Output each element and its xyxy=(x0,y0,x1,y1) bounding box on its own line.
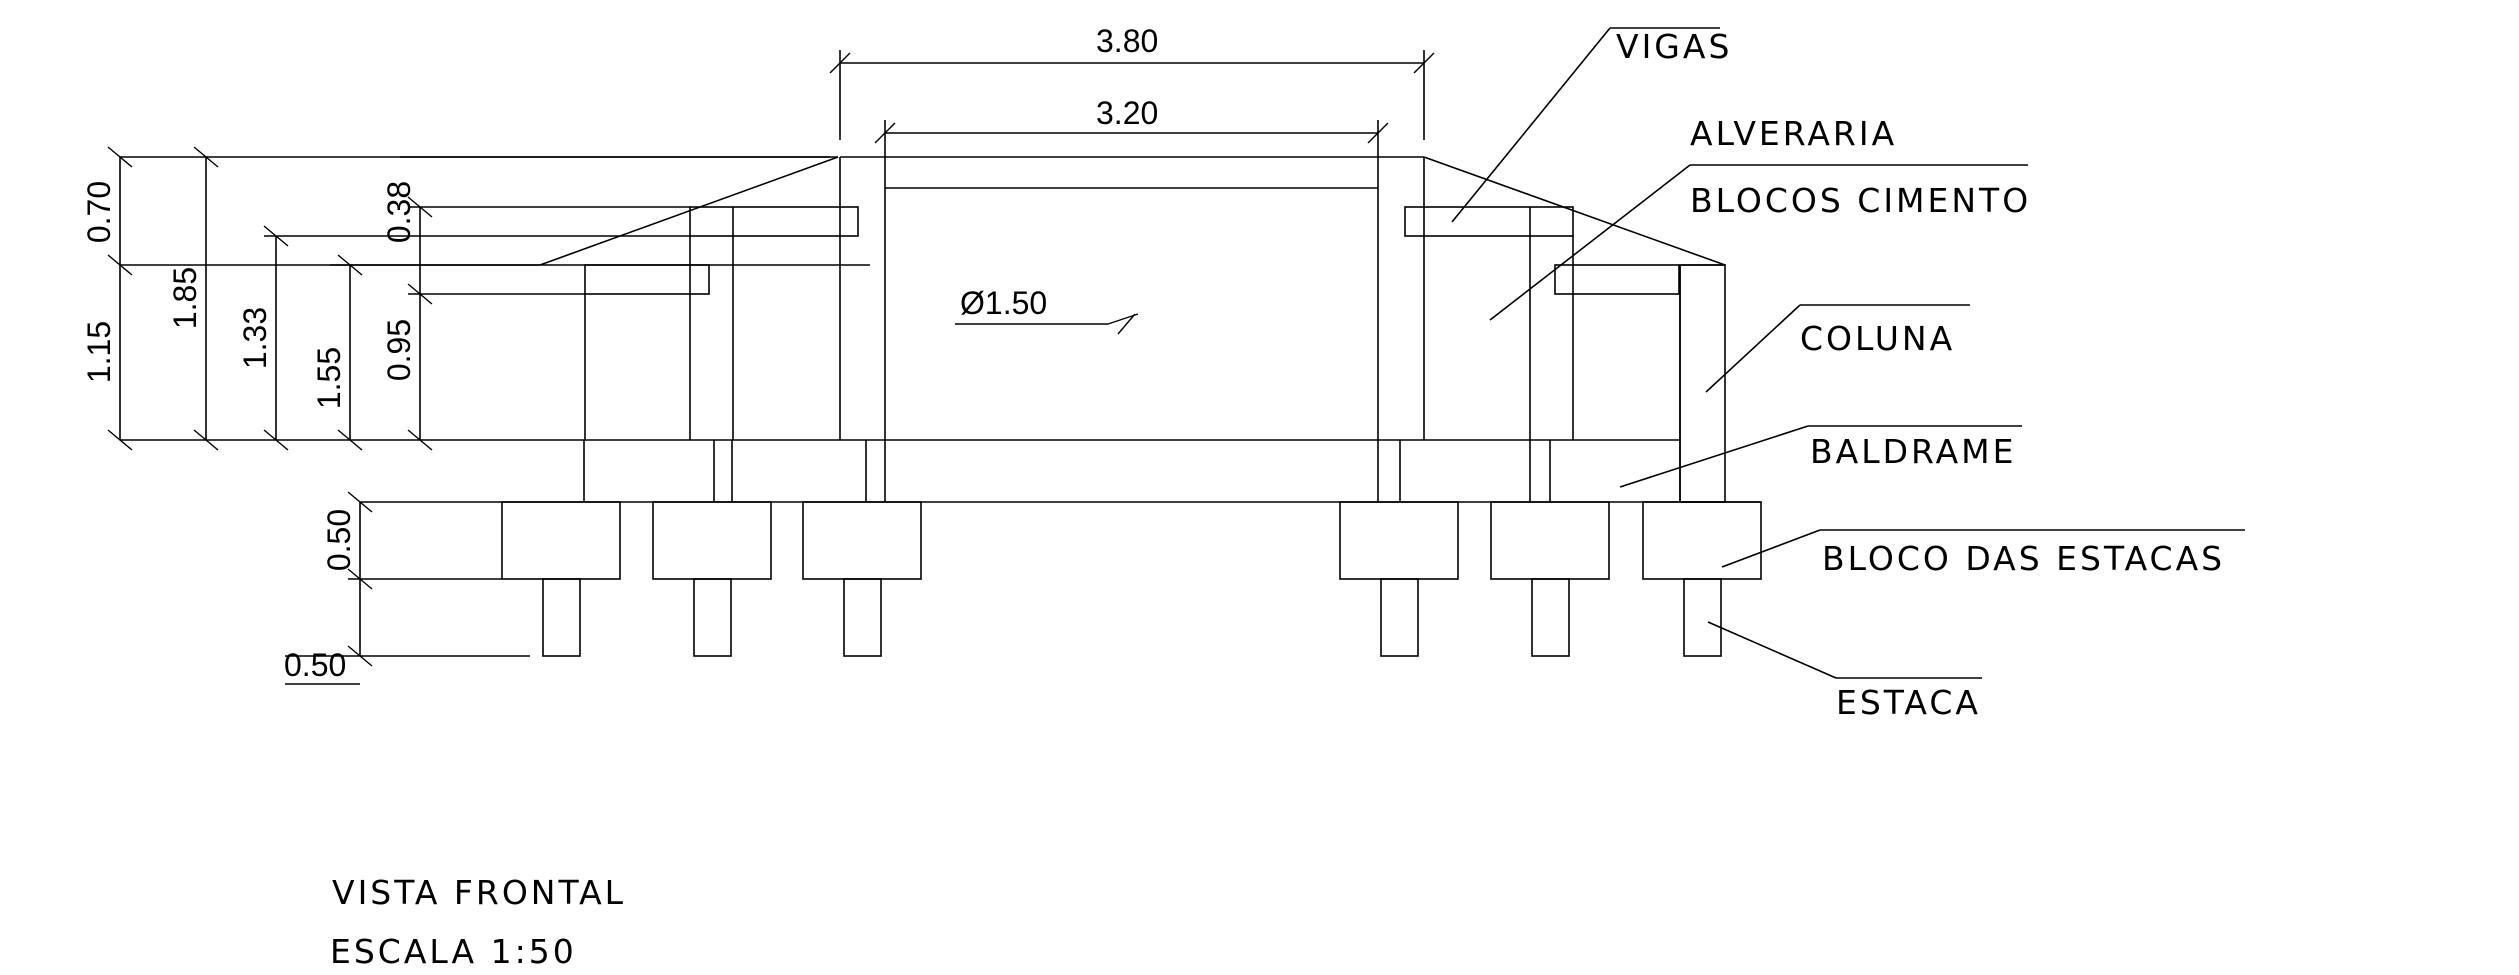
dim-155-label: 1.55 xyxy=(311,347,347,409)
leader-bloco-estacas xyxy=(1721,529,2245,568)
dim-095-label: 0.95 xyxy=(381,319,417,381)
label-vigas: VIGAS xyxy=(1616,27,1732,66)
label-blocos-cimento: BLOCOS CIMENTO xyxy=(1690,181,2031,220)
pile-3 xyxy=(843,578,882,657)
leader-coluna xyxy=(1705,304,1970,393)
label-baldrame: BALDRAME xyxy=(1810,432,2017,471)
right-column xyxy=(1679,264,1726,503)
pile-cap-1 xyxy=(501,501,621,580)
dim-185-label: 1.85 xyxy=(167,267,203,329)
piles xyxy=(542,578,1722,657)
dim-133-label: 1.33 xyxy=(237,307,273,369)
pile-cap-2 xyxy=(652,501,772,580)
leader-estaca xyxy=(1707,621,1982,679)
pile-caps xyxy=(501,501,1762,580)
leader-alvenaria xyxy=(1489,164,2028,321)
dim-chain-6 xyxy=(285,491,530,685)
pile-cap-5 xyxy=(1490,501,1610,580)
pile-2 xyxy=(693,578,732,657)
grade-beam xyxy=(360,439,1681,502)
pile-1 xyxy=(542,578,581,657)
dim-070-label: 0.70 xyxy=(81,181,117,243)
dim-chain-2 xyxy=(193,146,219,451)
dim-overall-width xyxy=(829,50,1435,140)
view-title: VISTA FRONTAL xyxy=(332,873,626,912)
label-coluna: COLUNA xyxy=(1800,319,1955,358)
scale-label: ESCALA 1:50 xyxy=(330,932,577,971)
label-estaca: ESTACA xyxy=(1836,683,1981,722)
dim-115-label: 1.15 xyxy=(81,321,117,383)
right-structure xyxy=(1404,156,1726,503)
central-chamber xyxy=(839,156,1425,502)
left-upper-beam xyxy=(689,206,859,237)
right-upper-beam xyxy=(1404,206,1574,237)
dim-chain-4 xyxy=(337,254,363,451)
dim-inner-width-label: 3.20 xyxy=(1096,95,1158,131)
label-alvenaria: ALVERARIA xyxy=(1690,114,1897,153)
pile-5 xyxy=(1531,578,1570,657)
dim-038-label: 0.38 xyxy=(381,181,417,243)
pile-cap-6 xyxy=(1642,501,1762,580)
dim-chain-1 xyxy=(107,146,830,451)
label-bloco-estacas: BLOCO DAS ESTACAS xyxy=(1822,539,2225,578)
dim-chain-3 xyxy=(263,225,690,451)
left-lower-beam xyxy=(584,264,710,295)
dim-050-pile-label: 0.50 xyxy=(284,647,346,683)
pile-6 xyxy=(1683,578,1722,657)
pile-4 xyxy=(1380,578,1419,657)
pile-cap-4 xyxy=(1339,501,1459,580)
right-lower-beam xyxy=(1554,264,1680,295)
dim-overall-width-label: 3.80 xyxy=(1096,23,1158,59)
dim-050-block-label: 0.50 xyxy=(321,509,357,571)
diameter-label: Ø1.50 xyxy=(960,285,1047,321)
dim-inner-width xyxy=(874,120,1389,157)
leader-vigas xyxy=(1451,27,1720,223)
leader-baldrame xyxy=(1619,425,2022,488)
pile-cap-3 xyxy=(802,501,922,580)
dim-chain-5 xyxy=(407,196,690,451)
